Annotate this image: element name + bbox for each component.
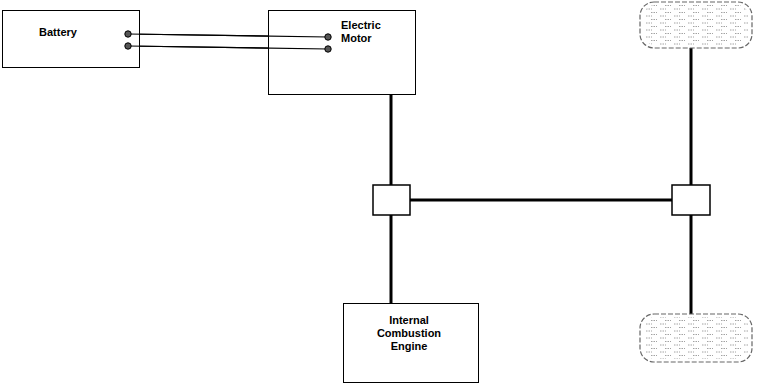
terminal (325, 34, 331, 40)
node-label: Battery (39, 26, 77, 39)
terminal (325, 46, 331, 52)
wheel (640, 2, 752, 48)
coupling-box (373, 185, 410, 215)
node-label: Electric Motor (341, 19, 397, 45)
terminal (125, 31, 131, 37)
terminal (125, 43, 131, 49)
drive-shaft (391, 199, 691, 202)
wheel (640, 314, 752, 362)
differential-box (672, 185, 710, 215)
engine-box: Internal Combustion Engine (343, 303, 479, 383)
motor-box: Electric Motor (268, 10, 416, 95)
battery-box: Battery (2, 10, 140, 68)
node-label: Internal Combustion Engine (367, 314, 451, 353)
battery-lead (128, 34, 328, 49)
axle (690, 46, 693, 315)
